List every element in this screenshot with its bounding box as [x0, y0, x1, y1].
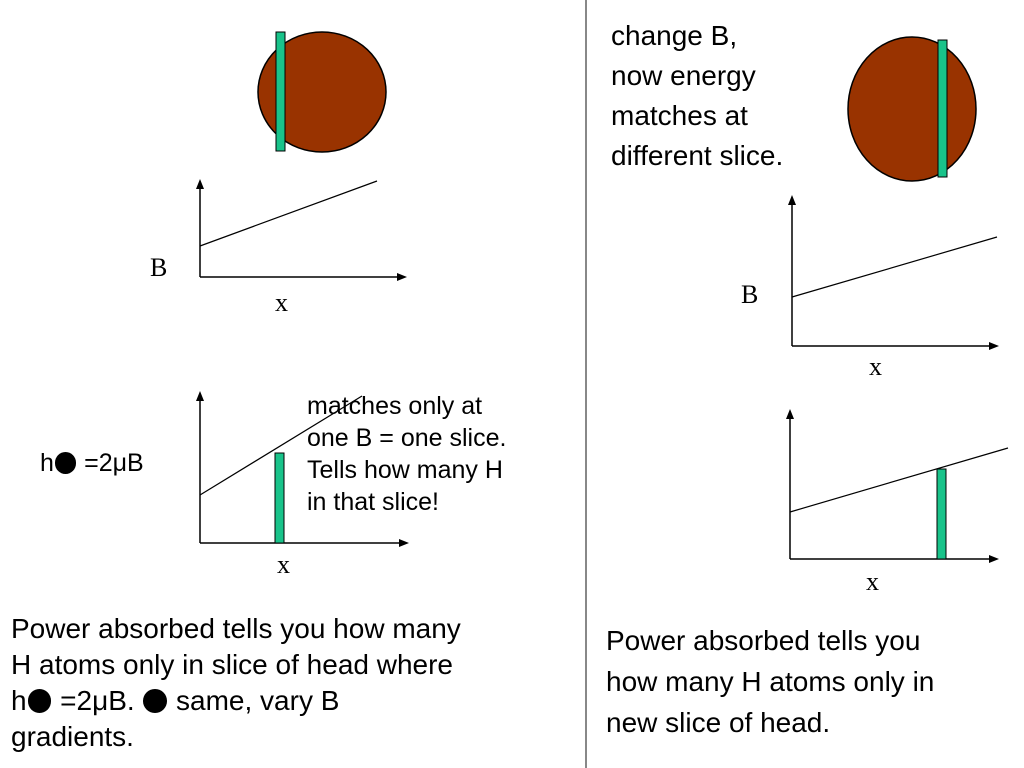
- left-graph-2-gradient-line: [199, 395, 363, 496]
- right-graph-2-xlabel: x: [866, 567, 879, 596]
- ylabel-prefix: h: [40, 449, 54, 477]
- right-graph-1-ylabel: B: [741, 280, 759, 309]
- right-caption-line-2: how many H atoms only in: [606, 666, 935, 697]
- left-note-line-1: matches only at: [307, 392, 483, 420]
- left-graph-1-ylabel: B: [150, 253, 168, 282]
- left-graph-2-xlabel: x: [277, 550, 290, 579]
- right-note: change B, now energy matches at differen…: [611, 16, 783, 176]
- left-caption-line-3: h =2μB. same, vary B: [11, 683, 461, 719]
- left-caption-line-4: gradients.: [11, 721, 134, 752]
- right-head: [847, 36, 977, 182]
- right-note-line-1: change B,: [611, 20, 738, 51]
- right-graph-2-slice-bar: [936, 468, 947, 560]
- left-head-group: [257, 31, 387, 153]
- right-caption-line-1: Power absorbed tells you: [606, 625, 921, 656]
- left-graph-1: [196, 179, 407, 281]
- left-note: matches only at one B = one slice. Tells…: [307, 390, 506, 518]
- filled-black-circle-icon: [143, 689, 168, 713]
- left-caption-line-2: H atoms only in slice of head where: [11, 649, 453, 680]
- ylabel-suffix: =2μB: [77, 449, 144, 477]
- right-note-line-2: now energy: [611, 60, 756, 91]
- right-note-line-3: matches at: [611, 100, 748, 131]
- left-note-line-4: in that slice!: [307, 488, 440, 516]
- left-graph-2-ylabel: h =2μB: [40, 447, 144, 479]
- right-graph-2-gradient-line: [789, 447, 1009, 513]
- left-graph-1-xlabel: x: [275, 288, 288, 317]
- caption-h: h: [11, 685, 27, 716]
- caption-eq: =2μB.: [52, 685, 143, 716]
- right-graph-1: [788, 195, 999, 350]
- right-note-line-4: different slice.: [611, 140, 784, 171]
- left-graph-2: [196, 391, 409, 547]
- right-caption: Power absorbed tells you how many H atom…: [606, 620, 934, 743]
- caption-same: same, vary B: [168, 685, 340, 716]
- right-head-group: [847, 36, 977, 182]
- right-caption-line-3: new slice of head.: [606, 707, 831, 738]
- right-graph-1-xlabel: x: [869, 352, 882, 381]
- left-head: [257, 31, 387, 153]
- left-head-slice: [275, 31, 286, 152]
- filled-black-circle-icon: [27, 689, 52, 713]
- left-graph-2-slice-bar: [274, 452, 285, 544]
- right-graph-1-gradient-line: [791, 236, 998, 298]
- left-graph-1-gradient-line: [199, 180, 378, 247]
- right-head-slice: [937, 39, 948, 178]
- filled-black-circle-icon: [54, 452, 77, 474]
- right-graph-2: [786, 409, 1009, 563]
- left-note-line-2: one B = one slice.: [307, 424, 507, 452]
- left-note-line-3: Tells how many H: [307, 456, 503, 484]
- left-caption: Power absorbed tells you how many H atom…: [11, 611, 461, 755]
- left-caption-line-1: Power absorbed tells you how many: [11, 613, 461, 644]
